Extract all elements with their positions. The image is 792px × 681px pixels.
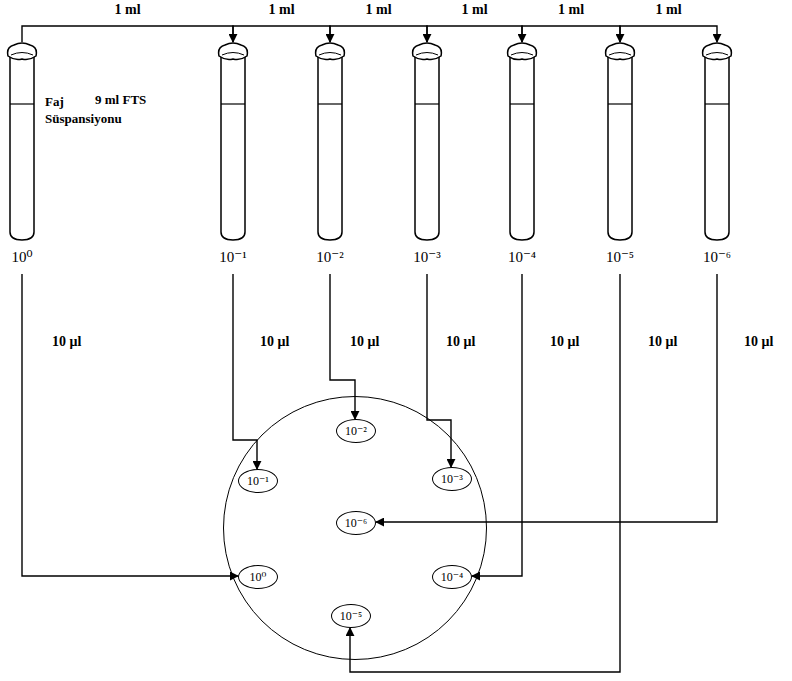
volume-label: 1 ml [266,2,296,18]
test-tube: 10⁻¹ [216,42,250,274]
transfer-arrow [376,274,717,522]
volume-label: 1 ml [653,2,683,18]
test-tube: 10⁻⁶ [700,42,734,274]
volume-label: 10 μl [742,334,775,350]
medium-label: 9 ml FTS [95,92,146,108]
transfer-arrow [233,26,330,42]
volume-label: 10 μl [548,334,581,350]
volume-label: 1 ml [112,2,142,18]
dilution-label: 10⁻⁴ [508,248,536,266]
plaque-spot: 10⁻¹ [238,469,278,493]
dilution-label: 10⁻⁵ [606,248,634,266]
dilution-label: 10⁻⁶ [703,248,731,266]
test-tube [603,42,637,242]
plaque-spot: 10⁻² [336,419,376,443]
transfer-arrow [472,274,522,576]
test-tube [216,42,250,242]
dilution-label: 10⁻³ [413,248,440,266]
spot-label: 10⁻⁵ [340,609,363,624]
test-tube [410,42,444,242]
test-tube [505,42,539,242]
volume-label: 10 μl [646,334,679,350]
plaque-spot: 10⁻⁶ [336,511,376,535]
test-tube: 10⁻⁴ [505,42,539,274]
test-tube: 10⁻³ [410,42,444,274]
plaque-spot: 10⁻⁴ [432,565,472,589]
test-tube [313,42,347,242]
volume-label: 1 ml [459,2,489,18]
test-tube: Faj Süspansiyonu10⁰ [5,42,135,274]
test-tube [5,42,39,242]
transfer-arrow [427,26,522,42]
transfer-arrow [22,274,238,576]
volume-label: 10 μl [258,334,291,350]
transfer-arrow [22,26,233,42]
transfer-arrow [427,274,451,467]
spot-label: 10⁻⁴ [441,570,464,585]
transfer-arrow [522,26,620,42]
spot-label: 10⁻¹ [247,474,269,489]
plaque-spot: 10⁻³ [432,467,472,491]
volume-label: 10 μl [348,334,381,350]
transfer-arrow [620,26,717,42]
spot-label: 10⁻⁶ [345,516,368,531]
transfer-arrow [350,274,620,672]
plaque-spot: 10⁰ [238,565,278,589]
spot-label: 10⁰ [250,570,267,585]
transfer-arrow [330,26,427,42]
dilution-label: 10⁻² [316,248,343,266]
volume-label: 10 μl [50,334,83,350]
test-tube: 10⁻² [313,42,347,274]
test-tube [700,42,734,242]
spot-label: 10⁻³ [441,472,463,487]
plaque-spot: 10⁻⁵ [331,604,371,628]
petri-plate: 10⁻² 10⁻¹ 10⁻³ 10⁻⁶ 10⁰ 10⁻⁴ 10⁻⁵ [223,396,487,660]
transfer-arrow [233,274,257,469]
dilution-label: 10⁰ [11,248,32,266]
dilution-label: 10⁻¹ [219,248,246,266]
volume-label: 10 μl [444,334,477,350]
test-tube: 10⁻⁵ [603,42,637,274]
spot-label: 10⁻² [345,424,367,439]
volume-label: 1 ml [363,2,393,18]
volume-label: 1 ml [556,2,586,18]
